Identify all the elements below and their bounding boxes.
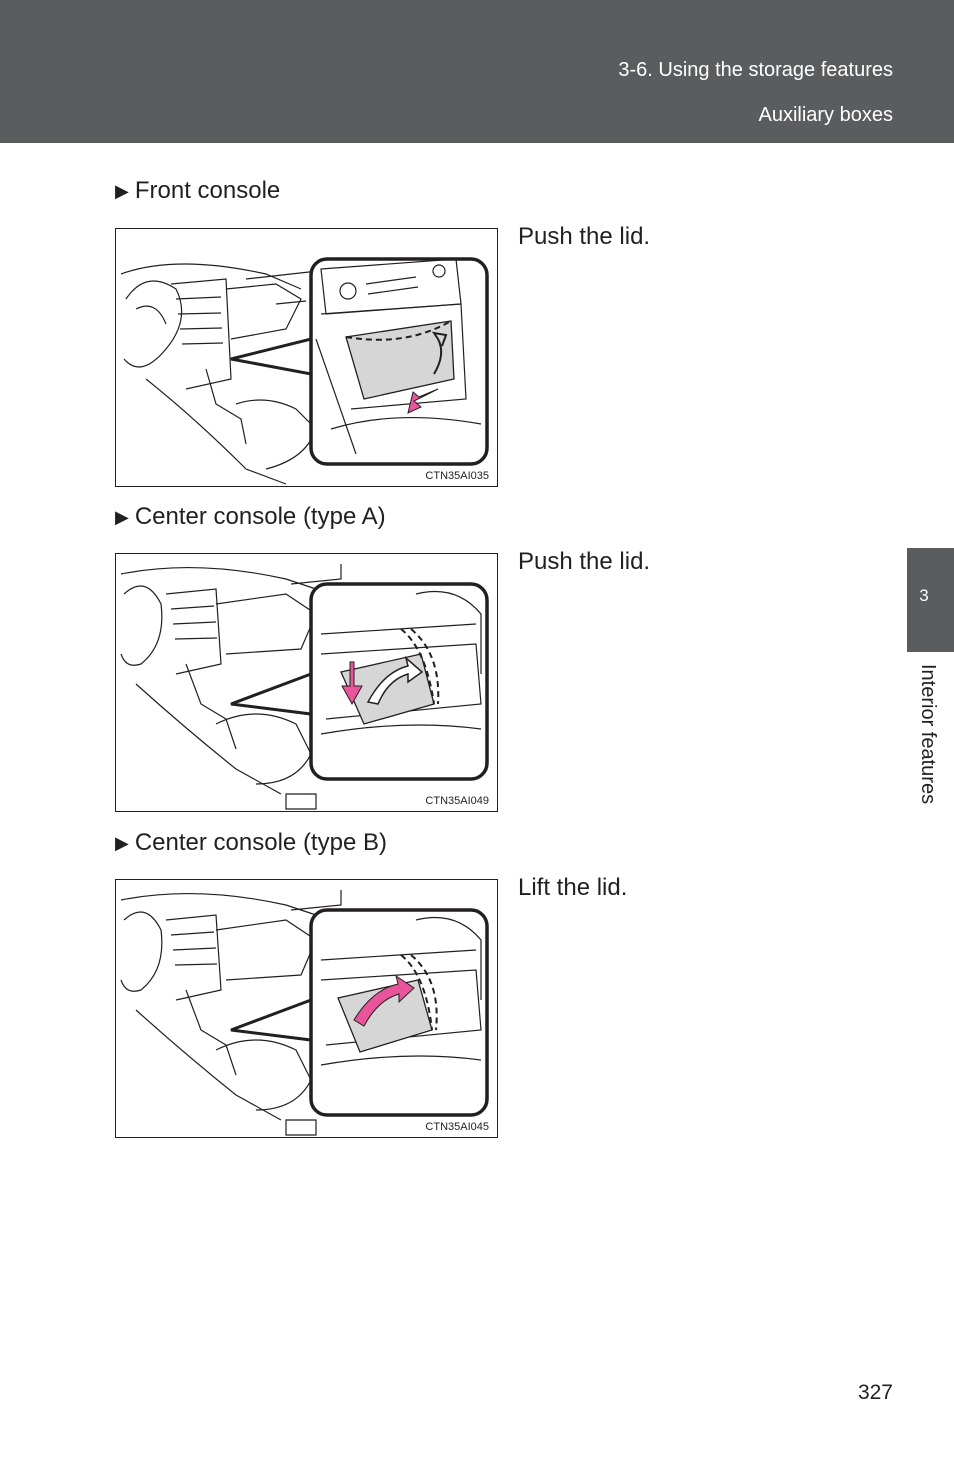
- chapter-number: 3: [919, 586, 929, 605]
- instruction-center-console-a: Push the lid.: [518, 548, 651, 575]
- figure-center-console-a: CTN35AI049: [115, 553, 498, 812]
- push-arrow-icon: [407, 388, 439, 414]
- figure-code: CTN35AI045: [425, 1121, 489, 1133]
- figure-center-console-b: CTN35AI045: [115, 879, 498, 1138]
- figure-code: CTN35AI035: [425, 470, 489, 482]
- heading-text: Center console (type B): [134, 829, 387, 856]
- instruction-front-console: Push the lid.: [518, 223, 651, 250]
- triangle-right-icon: ▶: [115, 507, 129, 527]
- instruction-center-console-b: Lift the lid.: [518, 874, 628, 901]
- heading-text: Center console (type A): [134, 503, 386, 530]
- center-console-a-illustration: [120, 564, 489, 810]
- page-number: 327: [857, 1381, 893, 1404]
- figure-front-console: CTN35AI035: [115, 228, 498, 487]
- front-console-illustration: [120, 257, 489, 485]
- heading-text: Front console: [134, 177, 281, 204]
- chapter-title: Interior features: [917, 664, 939, 805]
- lift-arrow-icon: [353, 974, 415, 1027]
- heading-center-console-b: ▶Center console (type B): [115, 829, 387, 857]
- chapter-tab: 3: [907, 548, 954, 652]
- section-title: 3-6. Using the storage features: [618, 59, 893, 81]
- subsection-title: Auxiliary boxes: [758, 104, 893, 126]
- heading-front-console: ▶Front console: [115, 177, 280, 205]
- center-console-b-illustration: [120, 890, 489, 1136]
- figure-code: CTN35AI049: [425, 795, 489, 807]
- page-header: 3-6. Using the storage features Auxiliar…: [0, 0, 954, 143]
- heading-center-console-a: ▶Center console (type A): [115, 503, 386, 531]
- triangle-right-icon: ▶: [115, 833, 129, 853]
- triangle-right-icon: ▶: [115, 181, 129, 201]
- push-down-arrow-icon: [341, 661, 363, 706]
